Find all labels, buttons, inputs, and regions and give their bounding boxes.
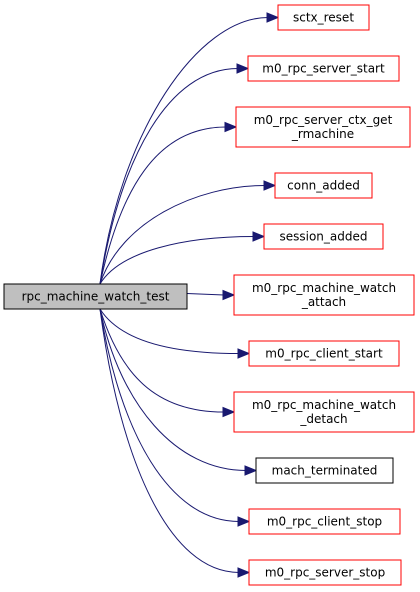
callee-node-m0-rpc-server-stop-box: [248, 559, 402, 586]
callee-node-m0-rpc-client-start-box: [248, 340, 400, 367]
callee-node-m0-rpc-client-stop-box: [248, 508, 401, 535]
arrowhead-icon: [222, 289, 236, 301]
arrowhead-icon: [237, 516, 251, 527]
arrowhead-icon: [263, 180, 277, 191]
callee-node-m0-rpc-machine-watch-attach-label-line-2: _attach: [301, 295, 346, 309]
callee-node-sctx-reset-label-line-1: sctx_reset: [293, 11, 354, 25]
callee-node-m0-rpc-server-start[interactable]: m0_rpc_server_start: [247, 55, 400, 82]
arrowhead-icon: [237, 348, 251, 359]
function-nodes: rpc_machine_watch_test sctx_reset m0_rpc_s…: [3, 4, 415, 586]
edge-to-conn-added: [99, 180, 277, 285]
callee-node-m0-rpc-client-stop-label-line-1: m0_rpc_client_stop: [267, 515, 382, 529]
callee-node-mach-terminated-box: [255, 457, 394, 484]
callee-node-session-added-box: [263, 223, 384, 250]
callee-node-m0-rpc-client-start[interactable]: m0_rpc_client_start: [248, 340, 400, 367]
call-edges: [99, 12, 280, 578]
callee-node-m0-rpc-machine-watch-attach-label-line-1: m0_rpc_machine_watch: [252, 281, 396, 295]
edge-to-m0-rpc-machine-watch-detach: [99, 308, 236, 418]
callee-node-session-added-label-line-1: session_added: [279, 230, 367, 244]
edge-to-m0-rpc-machine-watch-attach: [186, 289, 236, 301]
root-node-rpc-machine-watch-test-box: [3, 283, 188, 310]
arrowhead-icon: [244, 465, 258, 476]
callee-node-sctx-reset-box: [277, 4, 370, 31]
callee-node-m0-rpc-server-start-label-line-1: m0_rpc_server_start: [262, 62, 385, 76]
edge-to-session-added: [99, 231, 266, 285]
callee-node-m0-rpc-machine-watch-detach-box: [233, 391, 415, 433]
arrowhead-icon: [252, 231, 266, 242]
callee-node-m0-rpc-machine-watch-detach-label-line-1: m0_rpc_machine_watch: [252, 398, 396, 412]
root-node-rpc-machine-watch-test[interactable]: rpc_machine_watch_test: [3, 283, 188, 310]
edge-to-m0-rpc-server-ctx-get-rmachine: [99, 121, 238, 285]
edge-to-m0-rpc-client-stop: [99, 308, 251, 527]
callee-node-mach-terminated-label-line-1: mach_terminated: [272, 464, 378, 478]
callee-node-m0-rpc-client-stop[interactable]: m0_rpc_client_stop: [248, 508, 401, 535]
callee-node-m0-rpc-machine-watch-detach[interactable]: m0_rpc_machine_watch_detach: [233, 391, 415, 433]
edge-to-mach-terminated: [99, 308, 258, 476]
root-node-rpc-machine-watch-test-label-line-1: rpc_machine_watch_test: [22, 290, 170, 304]
callee-node-session-added[interactable]: session_added: [263, 223, 384, 250]
edge-to-sctx-reset: [99, 12, 280, 285]
edge-to-m0-rpc-server-start: [99, 63, 250, 285]
callee-node-m0-rpc-server-stop-label-line-1: m0_rpc_server_stop: [265, 566, 385, 580]
arrowhead-icon: [237, 567, 251, 578]
arrowhead-icon: [266, 12, 280, 23]
callee-node-m0-rpc-machine-watch-attach-box: [233, 274, 415, 316]
callee-node-m0-rpc-client-start-label-line-1: m0_rpc_client_start: [265, 347, 383, 361]
arrowhead-icon: [222, 406, 236, 418]
callee-node-m0-rpc-server-stop[interactable]: m0_rpc_server_stop: [248, 559, 402, 586]
callee-node-m0-rpc-server-ctx-get-rmachine[interactable]: m0_rpc_server_ctx_get_rmachine: [235, 106, 411, 148]
callee-node-m0-rpc-server-ctx-get-rmachine-label-line-1: m0_rpc_server_ctx_get: [254, 113, 393, 127]
callee-node-conn-added-box: [274, 172, 373, 199]
callee-node-sctx-reset[interactable]: sctx_reset: [277, 4, 370, 31]
callee-node-m0-rpc-server-start-box: [247, 55, 400, 82]
callee-node-m0-rpc-server-ctx-get-rmachine-label-line-2: _rmachine: [291, 127, 354, 141]
arrowhead-icon: [236, 63, 250, 74]
edge-to-m0-rpc-client-start: [99, 308, 251, 359]
callee-node-m0-rpc-machine-watch-attach[interactable]: m0_rpc_machine_watch_attach: [233, 274, 415, 316]
callee-node-conn-added-label-line-1: conn_added: [287, 179, 360, 193]
callee-node-mach-terminated[interactable]: mach_terminated: [255, 457, 394, 484]
arrowhead-icon: [224, 121, 238, 133]
callee-node-m0-rpc-machine-watch-detach-label-line-2: _detach: [299, 412, 347, 426]
callee-node-conn-added[interactable]: conn_added: [274, 172, 373, 199]
edge-to-m0-rpc-server-stop: [99, 308, 251, 578]
callee-node-m0-rpc-server-ctx-get-rmachine-box: [235, 106, 411, 148]
